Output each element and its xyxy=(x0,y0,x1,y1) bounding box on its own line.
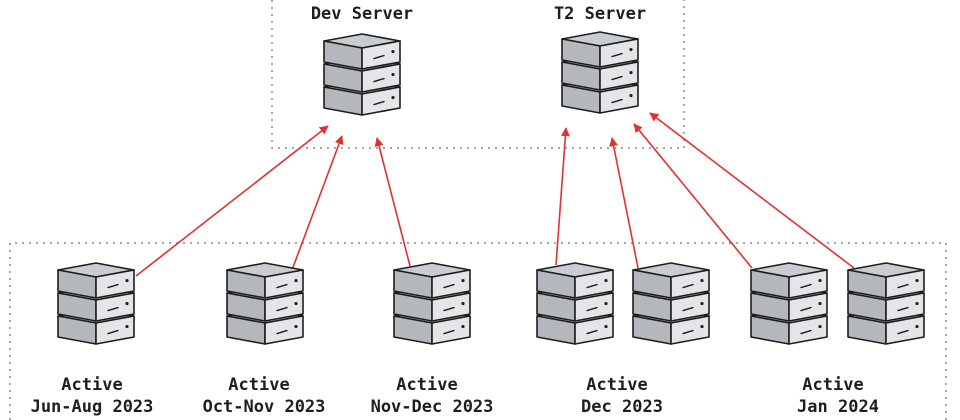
server-icon-dec-2 xyxy=(632,262,710,345)
group-period: Dec 2023 xyxy=(581,397,663,417)
group-period: Oct-Nov 2023 xyxy=(203,397,326,417)
connection-arrow-s4-to-t2 xyxy=(555,127,570,266)
group-label-jun-aug: Active Jun-Aug 2023 xyxy=(31,375,154,417)
t2-server-label: T2 Server xyxy=(554,4,646,24)
connection-arrow-s6-to-t2 xyxy=(633,123,753,269)
group-status: Active xyxy=(396,375,457,395)
group-status: Active xyxy=(61,375,122,395)
server-icon-dec-1 xyxy=(536,262,614,345)
group-label-jan: Active Jan 2024 xyxy=(797,375,879,417)
connection-arrow-s1-to-dev xyxy=(135,125,329,277)
t2-server-icon xyxy=(561,31,639,114)
connection-arrow-s5-to-t2 xyxy=(609,137,639,269)
arrows-layer xyxy=(135,112,855,277)
group-label-oct-nov: Active Oct-Nov 2023 xyxy=(203,375,326,417)
server-icon-jun-aug xyxy=(57,262,135,345)
bottom-group-border xyxy=(9,242,947,420)
connection-arrow-s7-to-t2 xyxy=(649,112,855,269)
connection-arrow-s3-to-dev xyxy=(374,137,411,267)
group-label-nov-dec: Active Nov-Dec 2023 xyxy=(371,375,494,417)
group-period: Nov-Dec 2023 xyxy=(371,397,494,417)
dev-server-icon xyxy=(323,33,401,116)
group-label-dec: Active Dec 2023 xyxy=(581,375,663,417)
group-status: Active xyxy=(228,375,289,395)
connection-arrow-s2-to-dev xyxy=(291,135,344,271)
dev-server-label: Dev Server xyxy=(311,4,413,24)
server-icon-oct-nov xyxy=(226,262,304,345)
group-period: Jun-Aug 2023 xyxy=(31,397,154,417)
server-icon-jan-1 xyxy=(750,262,828,345)
group-status: Active xyxy=(802,375,863,395)
group-status: Active xyxy=(586,375,647,395)
server-icon-jan-2 xyxy=(847,262,925,345)
server-icon-nov-dec xyxy=(393,262,471,345)
group-period: Jan 2024 xyxy=(797,397,879,417)
